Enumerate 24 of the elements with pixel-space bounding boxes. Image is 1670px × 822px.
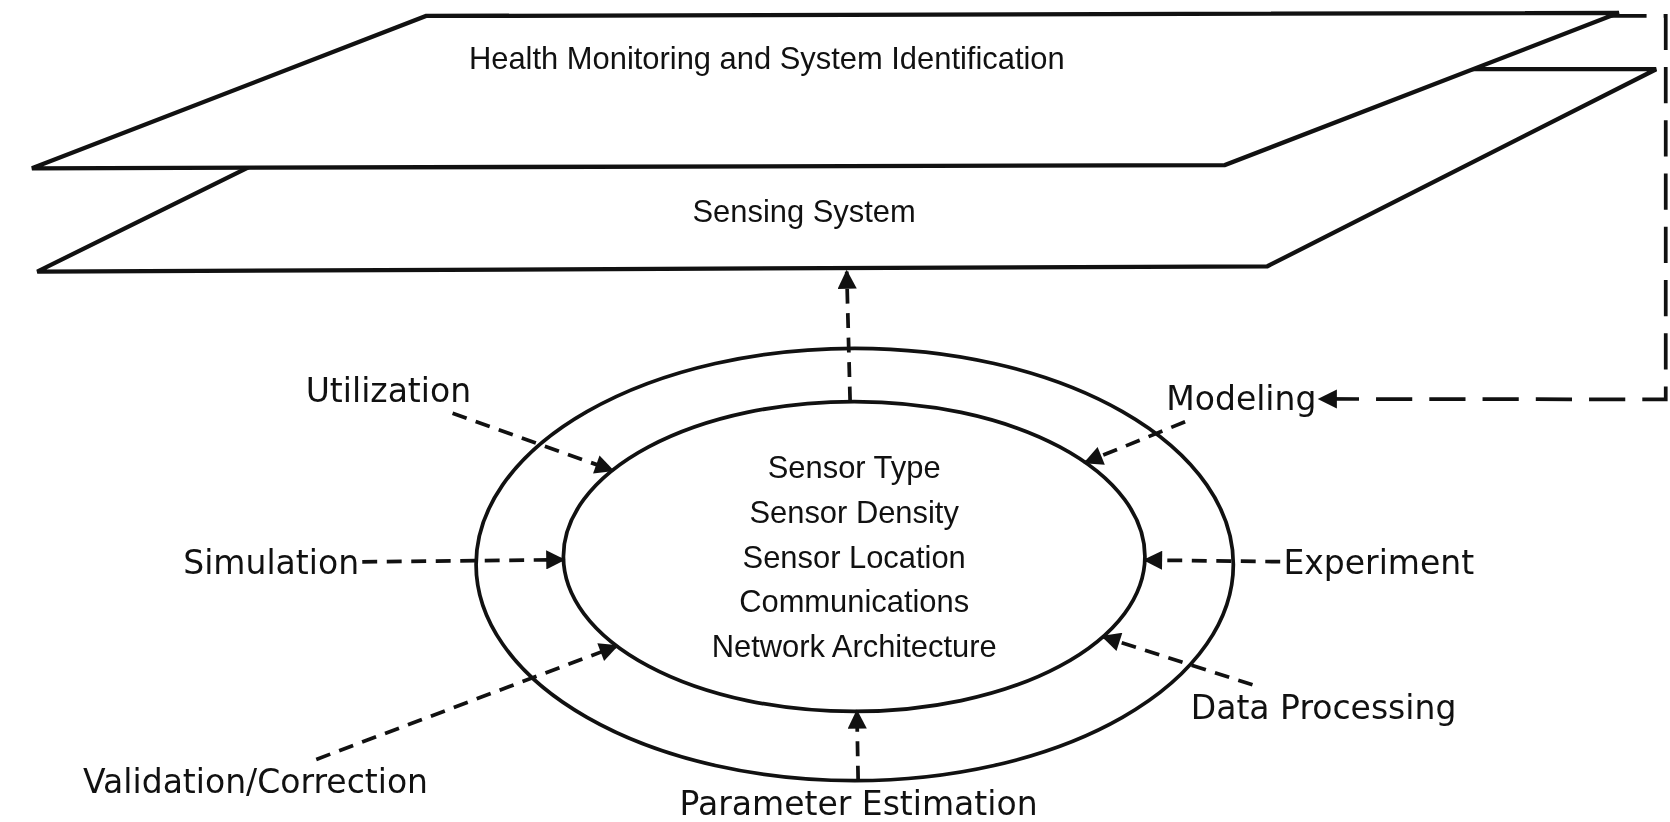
dashed-arrow [315,643,619,762]
plane-title: Health Monitoring and System Identification [467,40,1066,78]
sensor-item: Sensor Location [741,538,967,576]
ring-label: Modeling [1166,379,1317,419]
sensor-item: Network Architecture [710,628,998,666]
dashed-arrow [1083,420,1186,465]
ring-label: Experiment [1283,543,1475,583]
ring-label: Simulation [183,543,360,583]
sensor-item: Sensor Type [766,449,942,487]
dashed-arrow [451,411,615,474]
sensor-item: Communications [738,583,971,621]
dashed-arrow [1101,632,1254,687]
ring-label: Data Processing [1190,688,1457,728]
ring-label: Utilization [305,370,472,411]
plane-title: Sensing System [691,192,917,231]
inner-circle [561,399,1148,714]
sensor-item: Sensor Density [748,493,960,532]
ring-label: Parameter Estimation [679,783,1038,822]
ring-label: Validation/Correction [83,762,429,802]
layer-plane [31,12,1619,169]
dashed-arrow [362,550,566,570]
dashed-arrow [837,269,857,402]
dashed-arrow [1317,14,1668,409]
dashed-arrow [847,709,867,781]
